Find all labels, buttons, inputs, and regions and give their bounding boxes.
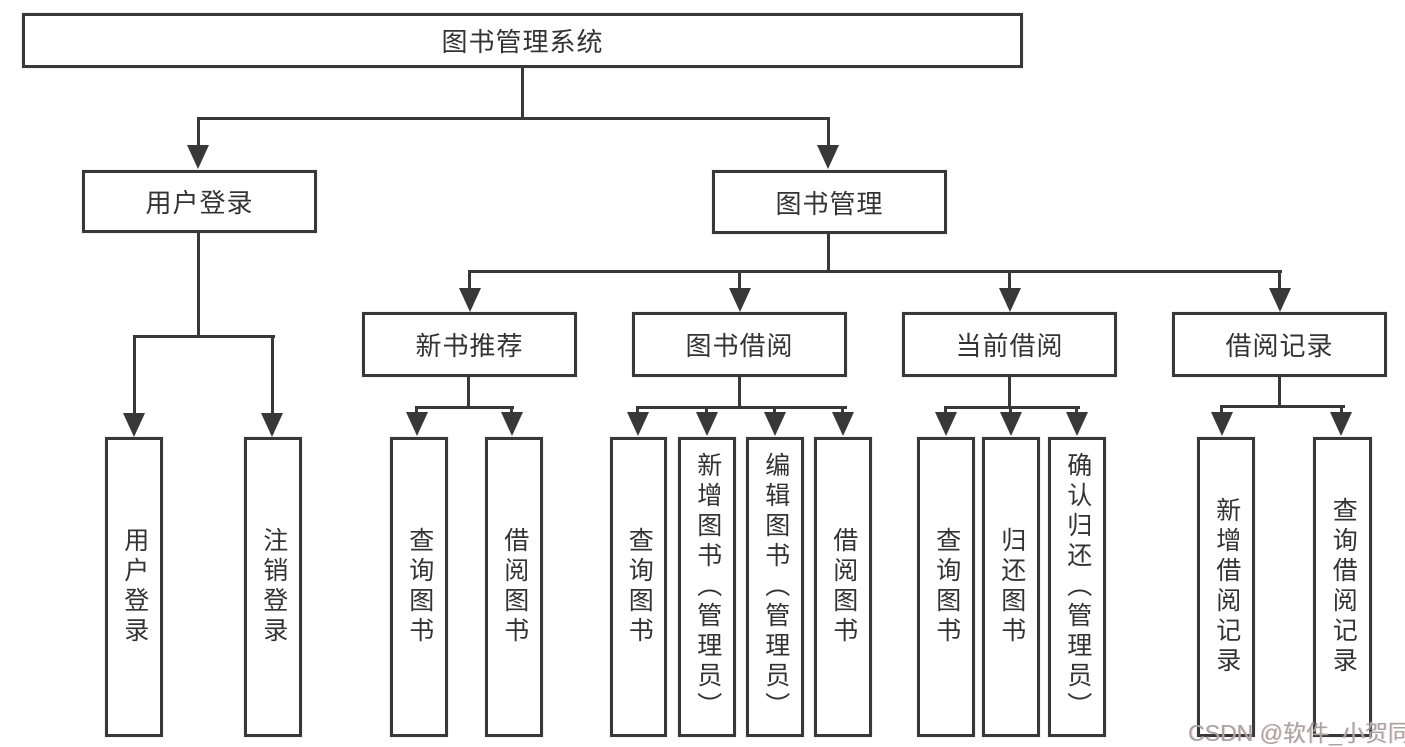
leaf-query-books-recommend: 查询图书 [390,437,448,737]
node-book-borrowing-label: 图书借阅 [685,331,794,361]
arrowhead-icon [459,288,481,312]
leaf-edit-books-admin-label: 编辑图书（管理员） [761,452,790,722]
node-borrowing-records-label: 借阅记录 [1225,331,1334,361]
leaf-user-login: 用户登录 [105,437,163,737]
arrowhead-icon [1000,412,1022,436]
connector-line [841,406,844,416]
connector-line [468,270,471,290]
leaf-query-books-borrowing-label: 查询图书 [625,527,654,647]
connector-line [197,232,200,338]
leaf-borrow-books: 借阅图书 [814,437,872,737]
arrowhead-icon [406,412,428,436]
connector-line [133,335,136,415]
leaf-logout: 注销登录 [244,437,302,737]
leaf-edit-books-admin: 编辑图书（管理员） [746,437,804,737]
connector-line [197,117,200,148]
connector-line [944,406,947,416]
connector-line [944,406,1080,409]
leaf-query-books-current-label: 查询图书 [932,527,961,647]
arrowhead-icon [501,412,523,436]
node-borrowing-records: 借阅记录 [1172,312,1387,377]
connector-line [1278,376,1281,408]
connector-line [510,406,513,416]
connector-line [738,270,741,290]
node-book-management-label: 图书管理 [775,188,884,219]
leaf-borrow-books-label: 借阅图书 [829,527,858,647]
arrowhead-icon [261,413,283,437]
connector-line [773,406,776,416]
connector-line [636,406,847,409]
connector-line [1340,405,1343,416]
leaf-query-borrow-record-label: 查询借阅记录 [1329,497,1358,677]
leaf-borrow-books-recommend: 借阅图书 [485,437,543,737]
arrowhead-icon [832,412,854,436]
arrowhead-icon [627,412,649,436]
arrowhead-icon [817,145,839,169]
connector-line [636,406,639,416]
connector-line [1008,376,1011,409]
node-new-book-recommend: 新书推荐 [362,312,577,377]
node-current-borrowing: 当前借阅 [902,312,1117,377]
leaf-confirm-return-admin: 确认归还（管理员） [1048,437,1106,737]
connector-line [467,376,470,409]
connector-line [827,233,830,273]
connector-line [415,406,418,416]
arrowhead-icon [187,145,209,169]
connector-line [1278,270,1281,290]
leaf-logout-label: 注销登录 [259,527,288,647]
arrowhead-icon [1211,412,1233,436]
leaf-query-books-recommend-label: 查询图书 [405,527,434,647]
leaf-return-books-label: 归还图书 [997,527,1026,647]
arrowhead-icon [729,288,751,312]
leaf-user-login-label: 用户登录 [120,527,149,647]
node-library-system: 图书管理系统 [22,13,1023,68]
connector-line [1075,406,1078,416]
csdn-watermark: CSDN @软件_小贺同学 [1188,720,1405,746]
node-book-borrowing: 图书借阅 [632,312,847,377]
leaf-borrow-books-recommend-label: 借阅图书 [500,527,529,647]
connector-line [1008,270,1011,290]
node-current-borrowing-label: 当前借阅 [955,331,1064,361]
leaf-confirm-return-admin-label: 确认归还（管理员） [1063,452,1092,722]
connector-line [271,335,274,415]
connector-line [415,406,514,409]
leaf-add-books-admin: 新增图书（管理员） [678,437,736,737]
connector-line [468,270,1282,273]
leaf-query-borrow-record: 查询借阅记录 [1313,437,1372,737]
arrowhead-icon [999,288,1021,312]
arrowhead-icon [1066,412,1088,436]
node-user-login-label: 用户登录 [145,188,254,218]
connector-line [1009,406,1012,416]
leaf-query-books-borrowing: 查询图书 [610,437,667,737]
arrowhead-icon [1269,288,1291,312]
connector-line [738,376,741,409]
leaf-add-borrow-record-label: 新增借阅记录 [1212,497,1241,677]
leaf-add-borrow-record: 新增借阅记录 [1197,437,1255,737]
connector-line [1220,405,1345,408]
node-library-system-label: 图书管理系统 [441,27,604,57]
connector-line [1220,405,1223,416]
arrowhead-icon [764,412,786,436]
node-new-book-recommend-label: 新书推荐 [415,331,524,361]
node-user-login: 用户登录 [82,170,317,233]
arrowhead-icon [696,412,718,436]
connector-line [133,335,275,338]
arrowhead-icon [123,413,145,437]
connector-line [705,406,708,416]
connector-line [827,117,830,148]
connector-line [197,117,830,120]
node-book-management: 图书管理 [712,170,947,234]
leaf-add-books-admin-label: 新增图书（管理员） [693,452,722,722]
leaf-query-books-current: 查询图书 [917,437,975,737]
arrowhead-icon [935,412,957,436]
connector-line [521,68,524,118]
arrowhead-icon [1330,412,1352,436]
leaf-return-books: 归还图书 [982,437,1040,737]
